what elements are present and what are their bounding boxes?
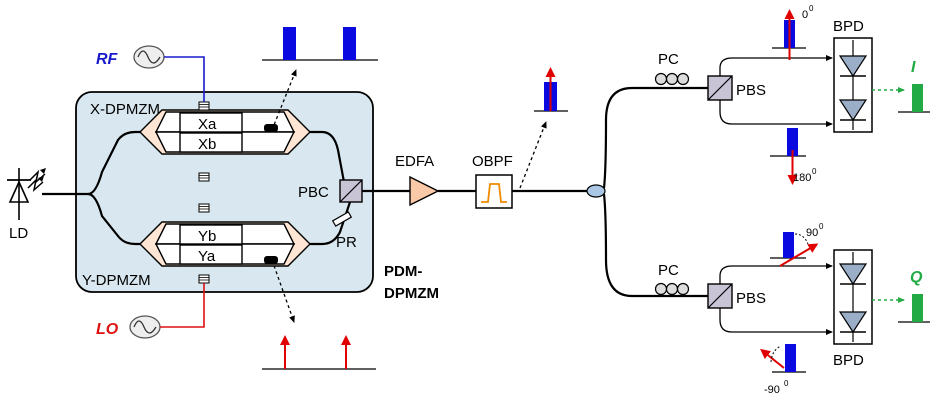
lo-label: LO bbox=[96, 321, 119, 338]
bpd-top-photodiode-icon bbox=[833, 37, 873, 133]
pc-bottom-label: PC bbox=[658, 262, 679, 279]
obpf-bandpass-filter-icon bbox=[475, 174, 513, 209]
angle-90-label: 90 bbox=[806, 227, 818, 239]
output-q-label: Q bbox=[910, 269, 923, 286]
pc-top-paddles bbox=[654, 72, 690, 86]
angle-m90-label: -90 bbox=[764, 384, 780, 396]
obpf-spectrum-inset bbox=[534, 67, 568, 112]
y-phase-shifter bbox=[264, 256, 278, 264]
rf-label: RF bbox=[96, 51, 119, 68]
ya-label: Ya bbox=[198, 248, 216, 265]
edfa-label: EDFA bbox=[395, 153, 434, 170]
y-dpmzm-label: Y-DPMZM bbox=[82, 272, 151, 289]
angle-90-deg: 0 bbox=[819, 222, 824, 231]
pbs-bottom-prism bbox=[707, 283, 733, 309]
xa-subarm bbox=[179, 112, 243, 133]
top-0deg-spectrum bbox=[772, 9, 806, 60]
pc-bottom-paddles bbox=[654, 282, 690, 296]
angle-0-deg: 0 bbox=[809, 4, 814, 13]
output-i-label: I bbox=[911, 59, 916, 76]
fiber-coupler bbox=[586, 184, 606, 198]
lo-sine-source-icon bbox=[129, 315, 161, 339]
rf-spectrum-inset bbox=[262, 27, 378, 61]
yb-label: Yb bbox=[198, 228, 216, 245]
output-q-spectrum bbox=[898, 294, 930, 323]
polarization-rotator bbox=[331, 211, 353, 227]
bpd-top-label: BPD bbox=[833, 18, 864, 35]
pdm-dpmzm-label-1: PDM- bbox=[384, 263, 422, 280]
bpd-bottom-label: BPD bbox=[833, 352, 864, 369]
rf-sine-source-icon bbox=[133, 45, 165, 69]
x-dpmzm-label: X-DPMZM bbox=[90, 101, 160, 118]
bpd-bottom-photodiode-icon bbox=[833, 249, 873, 345]
pbs-top-prism bbox=[707, 75, 733, 101]
lo-spectrum-pointer bbox=[271, 259, 295, 323]
angle-0-label: 0 bbox=[802, 9, 808, 21]
pbs-bottom-label: PBS bbox=[736, 290, 766, 307]
xb-label: Xb bbox=[198, 136, 216, 153]
pbc-prism bbox=[339, 179, 363, 203]
pbc-label: PBC bbox=[298, 184, 329, 201]
angle-180-deg: 0 bbox=[812, 167, 817, 176]
angle-180-label: 180 bbox=[793, 172, 811, 184]
obpf-label: OBPF bbox=[472, 153, 513, 170]
yb-subarm bbox=[179, 224, 243, 245]
bottom-m90deg-spectrum bbox=[760, 344, 806, 373]
x-phase-shifter bbox=[264, 124, 278, 132]
ld-label: LD bbox=[9, 225, 28, 242]
y-electrode-bottom bbox=[198, 274, 210, 284]
y-electrode-top bbox=[198, 203, 210, 213]
x-electrode-top bbox=[198, 101, 210, 111]
laser-diode-icon bbox=[7, 168, 46, 220]
ya-subarm bbox=[179, 244, 243, 265]
lo-spectrum-inset bbox=[262, 335, 376, 370]
rf-spectrum-pointer bbox=[271, 69, 297, 131]
rf-spectrum-bar-1 bbox=[283, 27, 296, 60]
bottom-90deg-spectrum bbox=[770, 232, 819, 267]
edfa-triangle-amplifier-icon bbox=[409, 175, 440, 207]
pbs-top-label: PBS bbox=[736, 82, 766, 99]
rf-spectrum-bar-2 bbox=[343, 27, 356, 60]
xa-label: Xa bbox=[198, 116, 217, 133]
output-i-spectrum bbox=[898, 84, 930, 113]
angle-m90-deg: 0 bbox=[784, 379, 789, 388]
xb-subarm bbox=[179, 132, 243, 153]
pc-top-label: PC bbox=[658, 51, 679, 68]
pdm-dpmzm-label-2: DPMZM bbox=[384, 285, 439, 302]
pr-label: PR bbox=[336, 234, 357, 251]
obpf-spectrum-pointer bbox=[519, 121, 547, 189]
x-electrode-bottom bbox=[198, 172, 210, 182]
top-180deg-spectrum bbox=[770, 128, 806, 185]
